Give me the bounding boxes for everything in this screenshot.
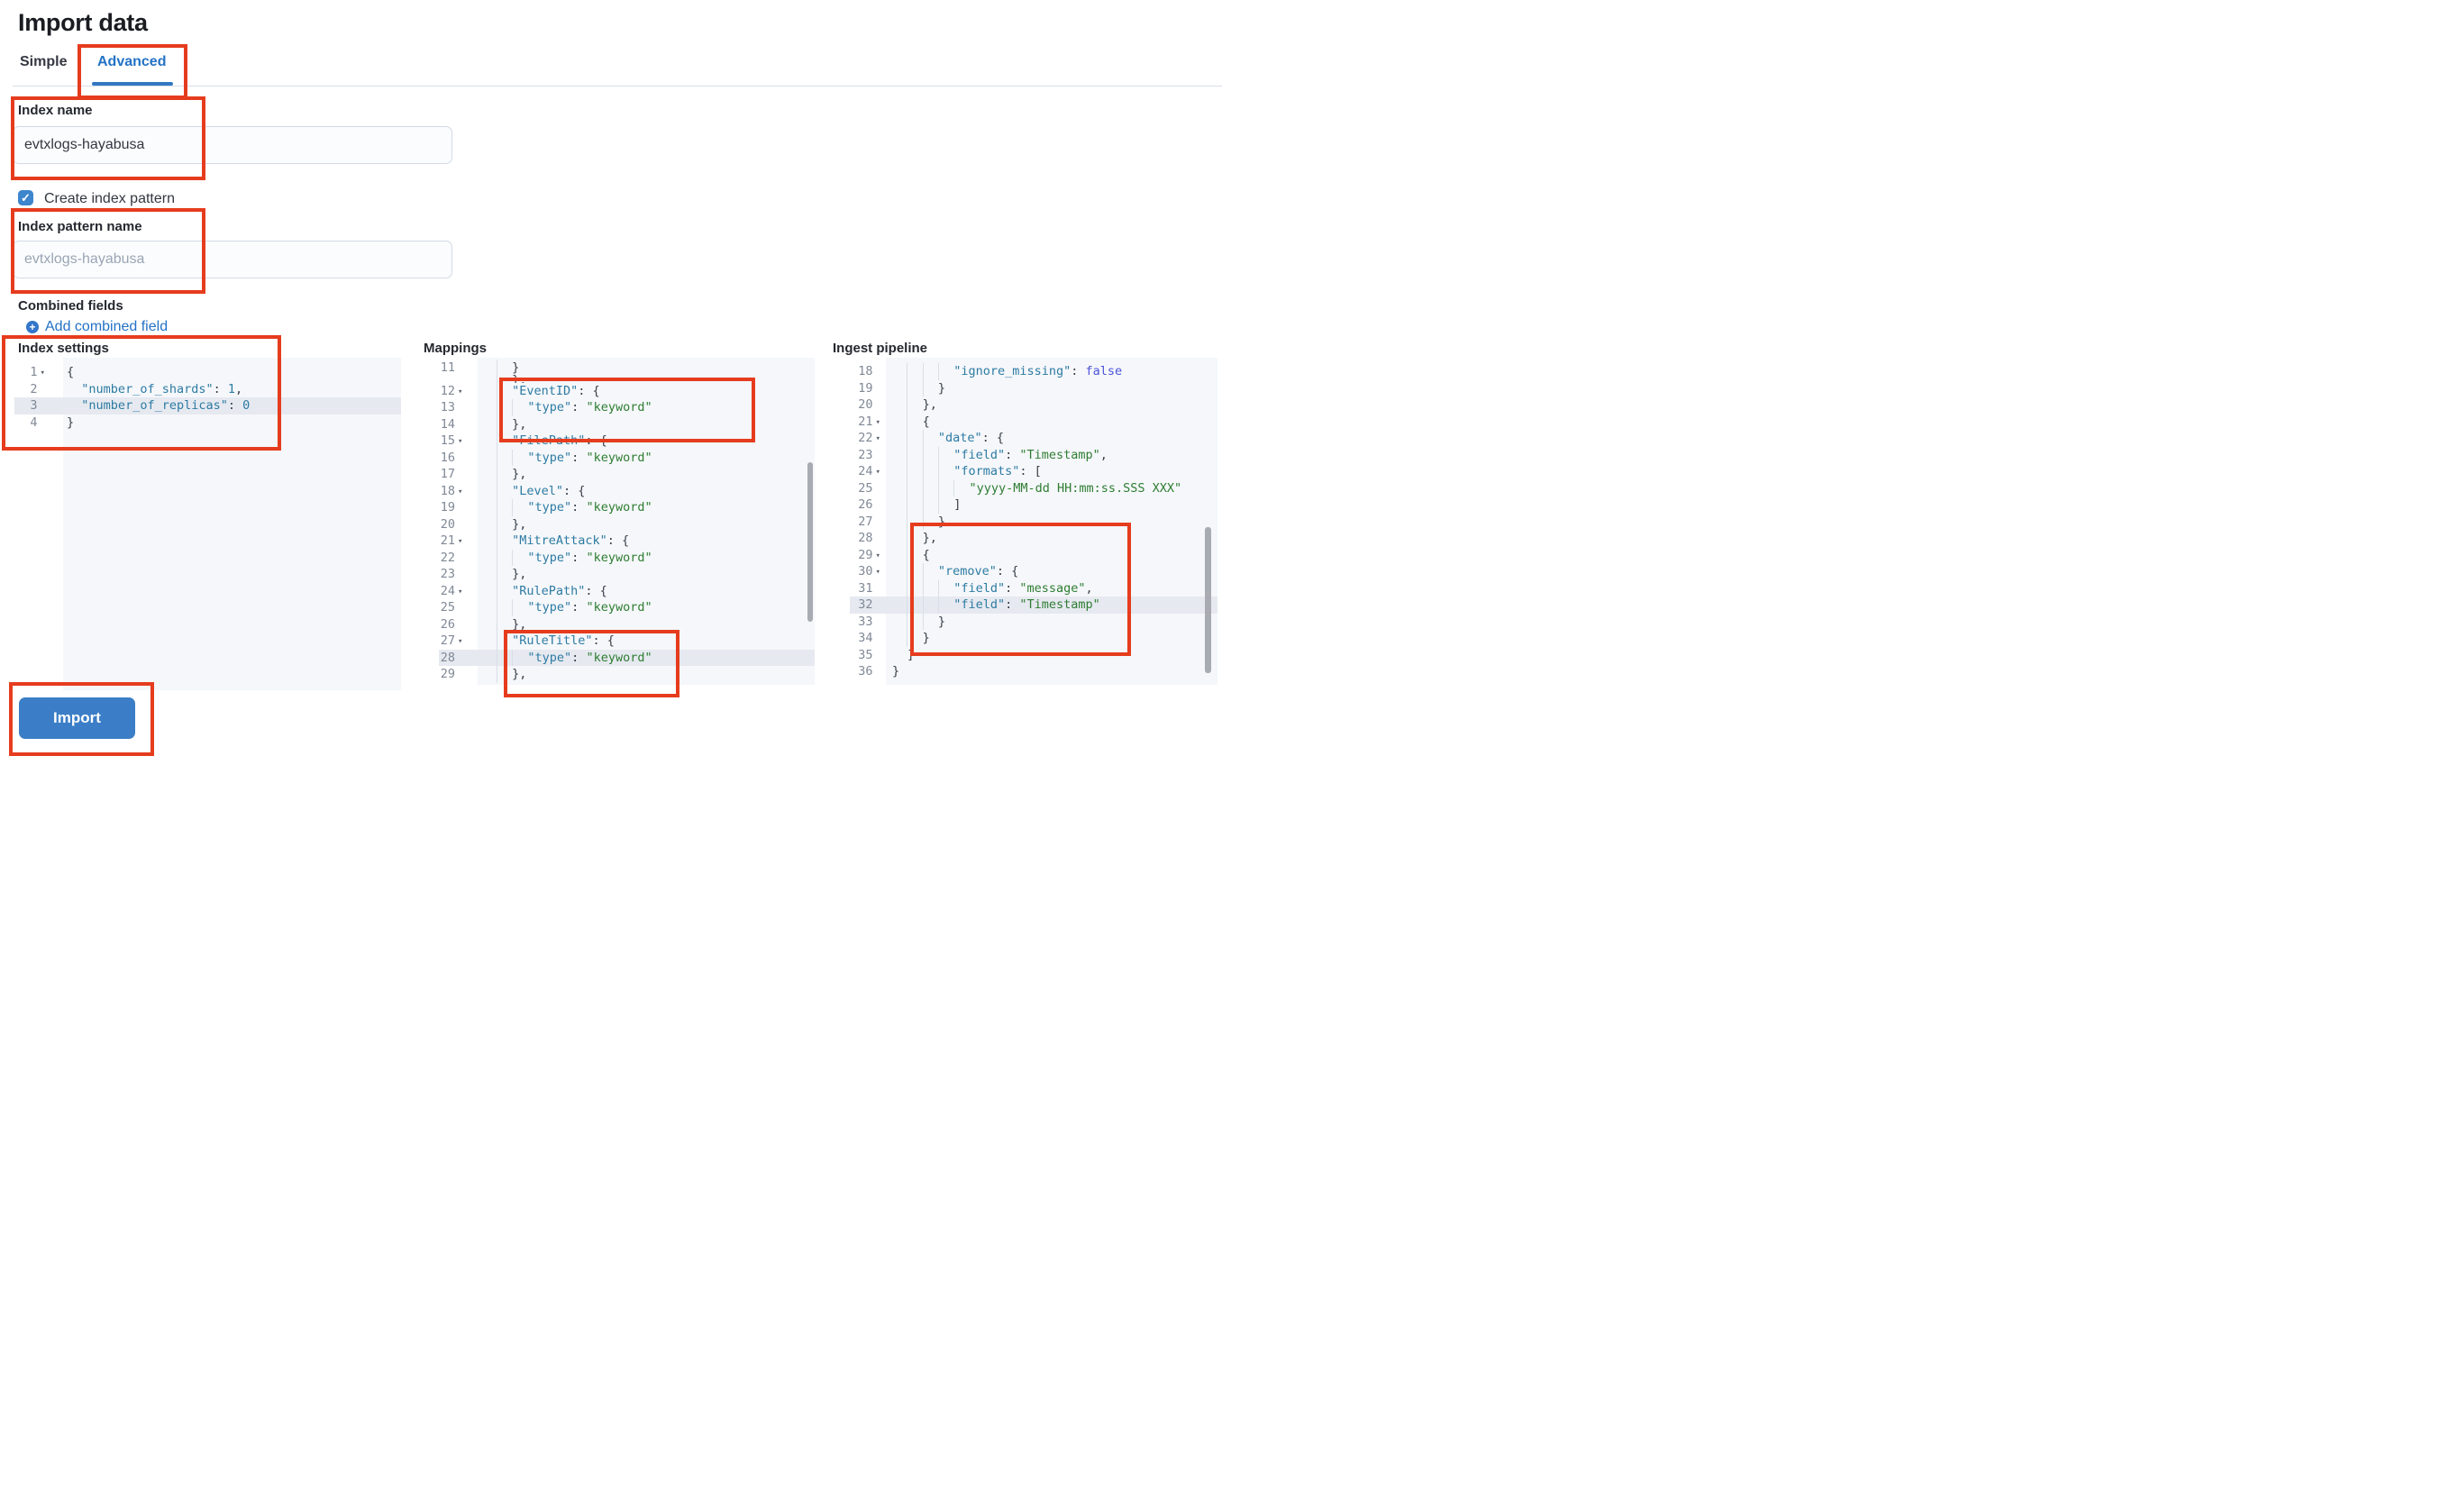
code-line: }, [439, 371, 815, 383]
code-line: 13"type": "keyword" [440, 399, 652, 416]
code-line: 26}, [440, 615, 527, 633]
code-area [885, 358, 1217, 685]
code-line: 2"number_of_shards": 1, [30, 381, 243, 396]
code-line: 21▾"MitreAttack": { [439, 533, 815, 550]
fold-arrow-icon[interactable]: ▾ [875, 468, 880, 477]
fold-arrow-icon[interactable]: ▾ [875, 568, 880, 577]
index-settings-editor[interactable]: 1▾{2"number_of_shards": 1,3"number_of_re… [14, 358, 401, 690]
code-line: 30▾"remove": { [850, 563, 1217, 580]
code-line: 19"type": "keyword" [440, 499, 652, 516]
fold-arrow-icon[interactable]: ▾ [875, 434, 880, 443]
code-line: 33} [858, 613, 946, 630]
code-line: 27} [858, 513, 946, 530]
plus-circle-icon: + [26, 321, 39, 333]
code-line: 20}, [858, 396, 937, 414]
code-line: 22▾"date": { [850, 430, 1217, 447]
code-line: 17}, [440, 466, 527, 483]
annotation-box-advanced-tab [78, 44, 187, 99]
mappings-editor[interactable]: 11}},12▾"EventID": {13"type": "keyword"1… [438, 358, 815, 685]
code-line: 20}, [440, 515, 527, 533]
index-settings-label: Index settings [18, 341, 109, 356]
code-line: 4} [30, 414, 75, 430]
ingest-pipeline-scrollbar[interactable] [1205, 527, 1211, 673]
code-line: 23}, [440, 566, 527, 583]
code-line: 29▾{ [850, 546, 1217, 563]
code-line: 25"type": "keyword" [440, 599, 652, 616]
code-line: 24▾"RulePath": { [439, 582, 815, 599]
code-line: 36} [858, 664, 900, 679]
fold-arrow-icon[interactable]: ▾ [458, 537, 463, 546]
code-line: 26] [858, 496, 962, 514]
code-line: 18"ignore_missing": false [858, 363, 1123, 380]
combined-fields-label: Combined fields [18, 298, 123, 314]
index-pattern-name-input[interactable] [13, 241, 452, 278]
code-line: 27▾"RuleTitle": { [439, 633, 815, 650]
fold-arrow-icon[interactable]: ▾ [40, 369, 45, 378]
code-line: 12▾"EventID": { [439, 382, 815, 399]
import-data-page: Import data Simple Advanced Index name ✓… [0, 0, 1222, 756]
code-line: 24▾"formats": [ [850, 463, 1217, 480]
code-line: 22"type": "keyword" [440, 549, 652, 566]
code-line: 34} [858, 630, 930, 647]
tab-simple[interactable]: Simple [20, 54, 68, 69]
mappings-label: Mappings [424, 341, 487, 356]
tabs-divider [13, 86, 1222, 87]
page-title: Import data [18, 9, 148, 36]
code-line: 23"field": "Timestamp", [858, 446, 1108, 463]
index-name-label: Index name [18, 103, 93, 118]
code-line: 16"type": "keyword" [440, 449, 652, 466]
fold-arrow-icon[interactable]: ▾ [458, 637, 463, 646]
code-line: 35] [858, 647, 915, 662]
code-line: 11} [440, 360, 520, 377]
code-line: 28}, [858, 530, 937, 547]
fold-arrow-icon[interactable]: ▾ [458, 587, 463, 597]
index-pattern-name-label: Index pattern name [18, 219, 142, 234]
code-line: 1▾{ [14, 364, 401, 381]
create-index-pattern-label: Create index pattern [44, 191, 175, 206]
index-name-input[interactable] [13, 126, 452, 164]
checkmark-icon: ✓ [21, 191, 31, 205]
code-line: 14}, [440, 415, 527, 433]
selected-tab-underline [92, 82, 173, 86]
code-line: 19} [858, 379, 946, 396]
code-line: 31"field": "message", [858, 579, 1093, 597]
add-combined-field-label: Add combined field [45, 319, 169, 334]
ingest-pipeline-label: Ingest pipeline [833, 341, 928, 356]
fold-arrow-icon[interactable]: ▾ [458, 387, 463, 396]
code-line: 32"field": "Timestamp" [850, 597, 1217, 614]
code-line: 18▾"Level": { [439, 482, 815, 499]
fold-arrow-icon[interactable]: ▾ [458, 487, 463, 496]
code-line: 29}, [440, 666, 527, 683]
fold-arrow-icon[interactable]: ▾ [875, 551, 880, 560]
code-line: 3"number_of_replicas": 0 [14, 397, 401, 414]
tab-advanced[interactable]: Advanced [97, 54, 167, 69]
add-combined-field-link[interactable]: + Add combined field [26, 319, 168, 335]
fold-arrow-icon[interactable]: ▾ [458, 437, 463, 446]
code-line: 15▾"FilePath": { [439, 433, 815, 450]
code-line: 21▾{ [850, 413, 1217, 430]
import-button[interactable]: Import [19, 697, 135, 739]
mappings-scrollbar[interactable] [807, 462, 813, 622]
code-line: 28"type": "keyword" [438, 649, 815, 666]
create-index-pattern-checkbox[interactable]: ✓ [18, 190, 33, 205]
fold-arrow-icon[interactable]: ▾ [875, 417, 880, 427]
code-line: 25"yyyy-MM-dd HH:mm:ss.SSS XXX" [858, 479, 1182, 496]
